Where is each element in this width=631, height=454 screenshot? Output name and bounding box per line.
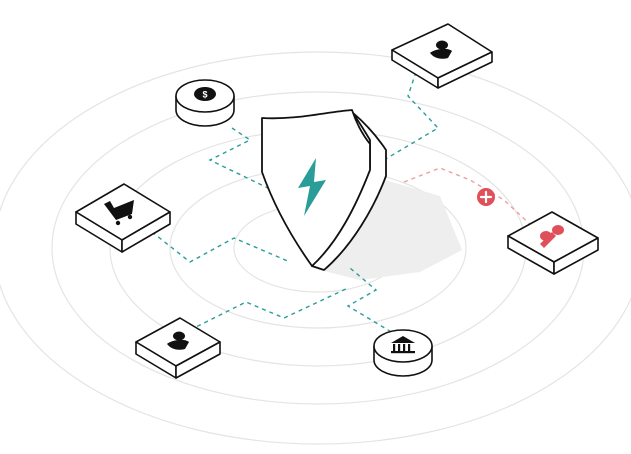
- shopping-cart-icon: [104, 200, 134, 226]
- shield-shadow: [312, 180, 462, 280]
- lightning-bolt: [298, 158, 326, 216]
- user-icon: [430, 40, 452, 59]
- ring-5: [0, 51, 631, 445]
- connector-top-right-user: [383, 71, 440, 161]
- blocked-plus-icon: [477, 188, 495, 206]
- user-tile-top-right: [391, 23, 493, 89]
- shopping-cart-tile: [75, 183, 171, 253]
- bank-icon: [391, 336, 415, 354]
- blocked-connector: [403, 167, 535, 229]
- mask-icon: [540, 225, 564, 248]
- connector-dollar-coin: [208, 127, 277, 193]
- bank-coin: [373, 329, 433, 377]
- user-tile-bottom-left: [135, 317, 221, 379]
- dollar-icon: $: [194, 87, 216, 101]
- dollar-coin: $: [175, 79, 235, 127]
- connector-shopping-cart: [151, 231, 291, 263]
- connector-bottom-left-user: [189, 287, 349, 331]
- shield-lightning-icon: [261, 109, 387, 271]
- shield-side: [311, 111, 387, 271]
- fraudster-tile: [507, 211, 599, 275]
- connectors: [151, 71, 440, 337]
- svg-text:$: $: [202, 90, 207, 100]
- user-icon: [167, 331, 189, 350]
- connector-bank: [346, 267, 399, 337]
